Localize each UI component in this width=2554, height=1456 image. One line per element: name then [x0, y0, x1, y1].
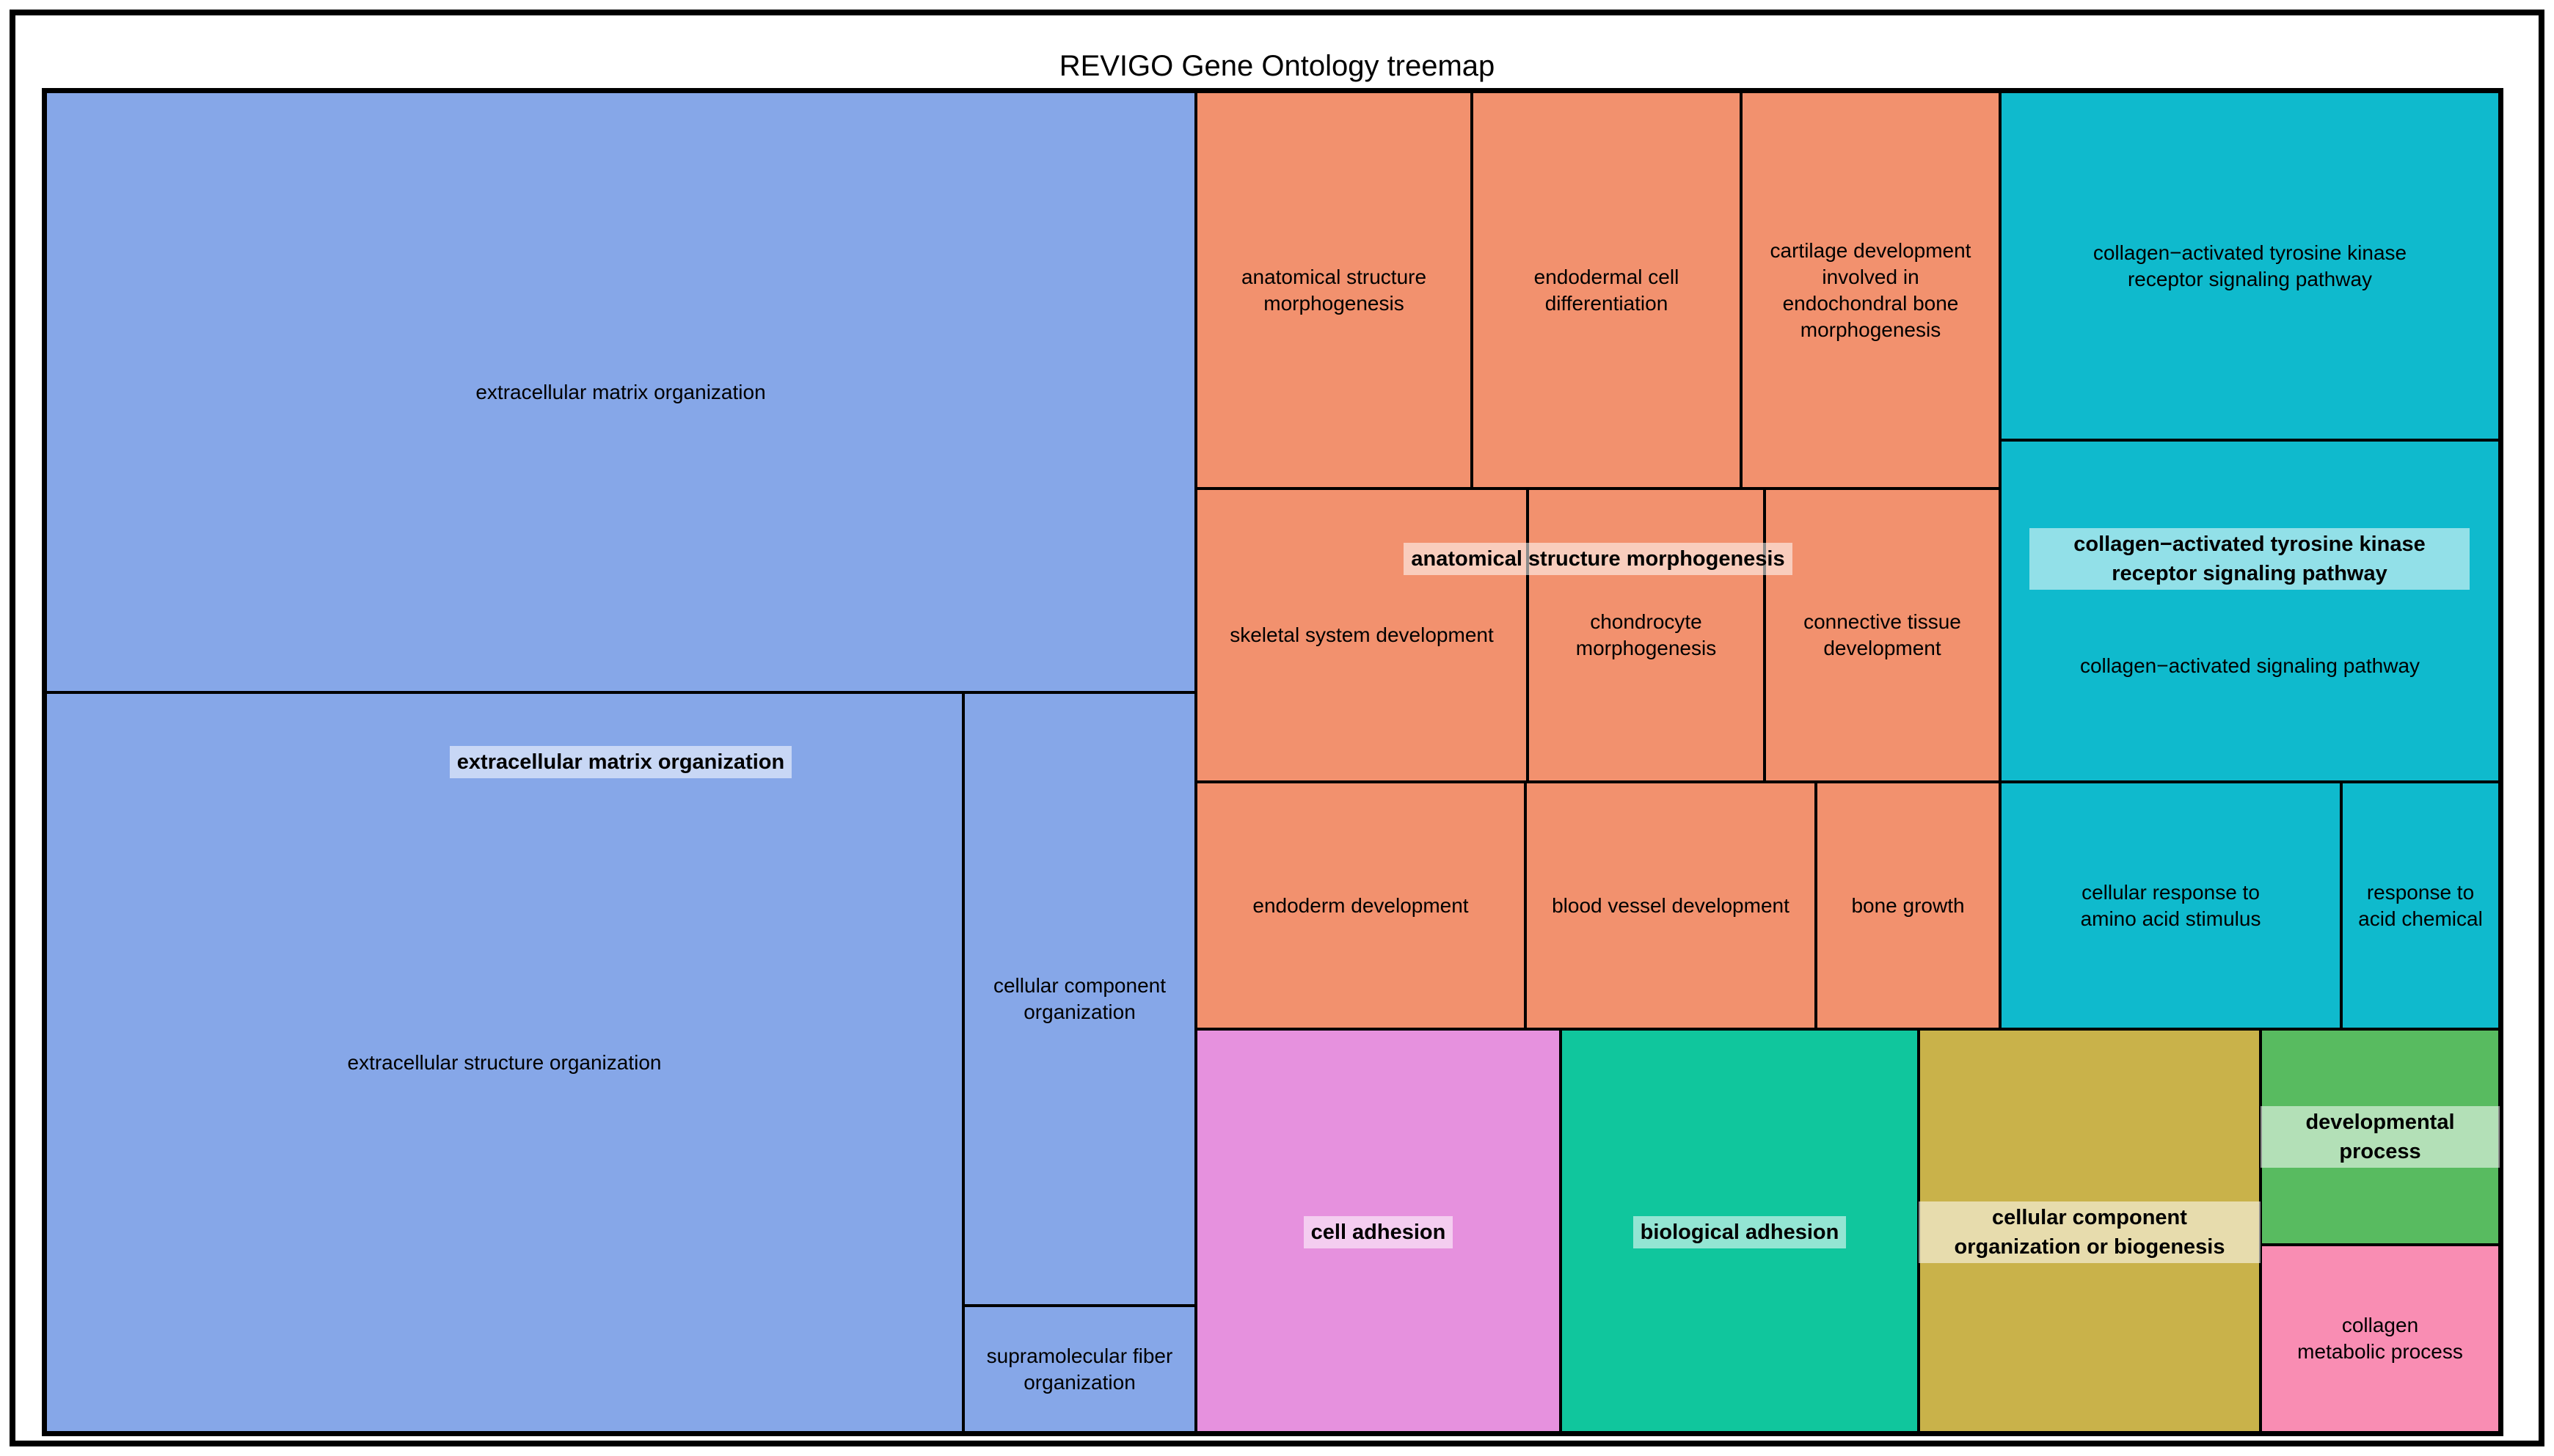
cell-supramolecular-fiber-organization: supramolecular fiber organization — [963, 1306, 1196, 1433]
cell-label: bone growth — [1851, 893, 1965, 917]
cell-label: endodermal cell differentiation — [1533, 265, 1679, 315]
cell-blood-vessel-development: blood vessel development — [1525, 782, 1816, 1029]
cell-label: response to acid chemical — [2358, 880, 2483, 930]
treemap: extracellular matrix organization extrac… — [42, 88, 2503, 1436]
cell-collagen-metabolic-process: collagen metabolic process — [2261, 1245, 2500, 1433]
cell-label: collagen−activated tyrosine kinase recep… — [2093, 241, 2407, 290]
cell-response-to-acid-chemical: response to acid chemical — [2341, 782, 2500, 1029]
cell-label: supramolecular fiber organization — [986, 1344, 1173, 1394]
cell-cellular-component-organization: cellular component organization — [963, 692, 1196, 1306]
cell-label: connective tissue development — [1803, 610, 1961, 659]
cell-label: skeletal system development — [1230, 623, 1494, 646]
cell-collagen-activated-tyrosine-kinase-receptor-signaling-pathway: collagen−activated tyrosine kinase recep… — [2000, 92, 2500, 440]
figure-border — [10, 10, 2544, 1446]
cell-label: cellular component organization — [993, 974, 1167, 1023]
cell-extracellular-structure-organization: extracellular structure organization — [45, 692, 963, 1433]
cell-label: blood vessel development — [1552, 893, 1789, 917]
cell-endoderm-development: endoderm development — [1196, 782, 1525, 1029]
cell-connective-tissue-development: connective tissue development — [1765, 489, 2000, 782]
cell-label: extracellular structure organization — [347, 1050, 662, 1074]
cell-chondrocyte-morphogenesis: chondrocyte morphogenesis — [1528, 489, 1765, 782]
cell-label: extracellular matrix organization — [475, 380, 766, 403]
cell-bone-growth: bone growth — [1816, 782, 2000, 1029]
cell-label: endoderm development — [1252, 893, 1469, 917]
cell-skeletal-system-development: skeletal system development — [1196, 489, 1528, 782]
cell-cell-adhesion — [1196, 1029, 1561, 1433]
cell-biological-adhesion — [1561, 1029, 1919, 1433]
cell-extracellular-matrix-organization: extracellular matrix organization — [45, 92, 1196, 692]
cell-label: chondrocyte morphogenesis — [1575, 610, 1717, 659]
chart-title: REVIGO Gene Ontology treemap — [1059, 50, 1495, 82]
cell-label: cellular response to amino acid stimulus — [2080, 880, 2261, 930]
cell-label: anatomical structure morphogenesis — [1241, 265, 1427, 315]
cell-collagen-activated-signaling-pathway: collagen−activated signaling pathway — [2000, 440, 2500, 782]
cell-endodermal-cell-differentiation: endodermal cell differentiation — [1472, 92, 1741, 489]
cell-cartilage-development-endochondral-bone: cartilage development involved in endoch… — [1741, 92, 2000, 489]
cell-anatomical-structure-morphogenesis: anatomical structure morphogenesis — [1196, 92, 1472, 489]
cell-developmental-process — [2261, 1029, 2500, 1245]
cell-cellular-response-to-amino-acid-stimulus: cellular response to amino acid stimulus — [2000, 782, 2341, 1029]
cell-cellular-component-organization-or-biogenesis — [1919, 1029, 2261, 1433]
cell-label: collagen−activated signaling pathway — [2079, 654, 2420, 677]
cell-label: collagen metabolic process — [2297, 1314, 2463, 1363]
cell-label: cartilage development involved in endoch… — [1770, 238, 1971, 341]
